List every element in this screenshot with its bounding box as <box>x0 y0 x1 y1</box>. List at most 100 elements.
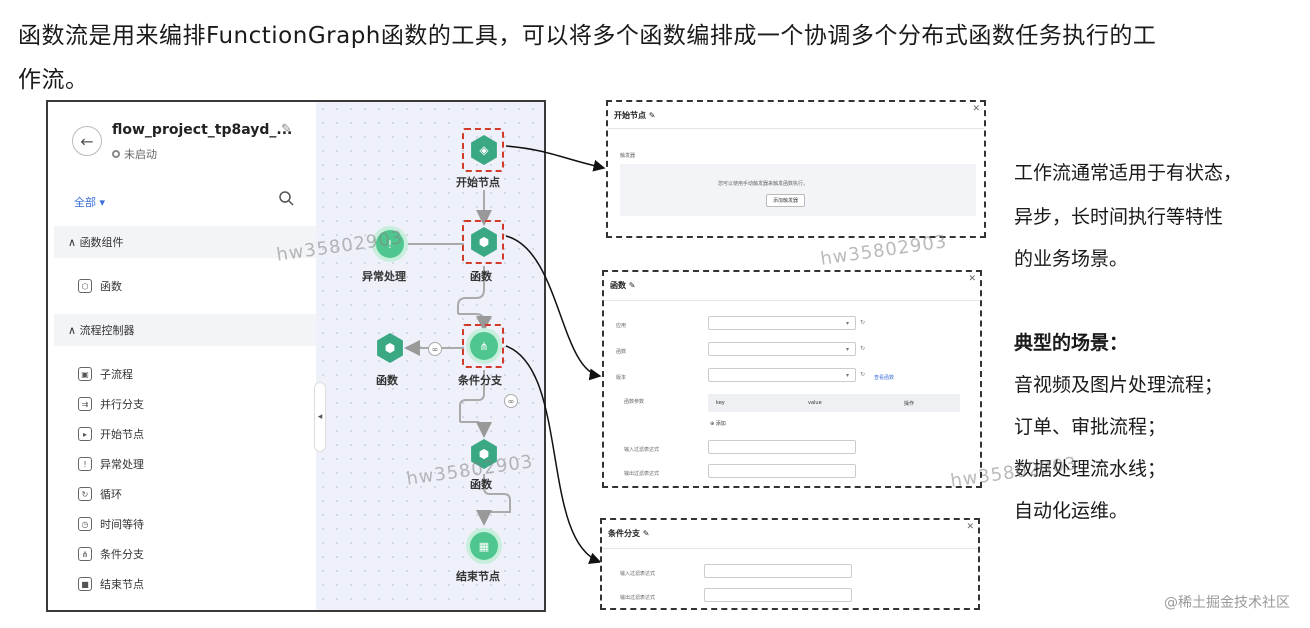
scenario-4: 自动化运维。 <box>1014 500 1129 522</box>
function-label: 函数 <box>616 349 627 355</box>
status-text: 未启动 <box>124 148 157 161</box>
link-icon[interactable]: ∞ <box>428 342 442 356</box>
panel-condition-branch: 条件分支 ✎ ✕ 输入过滤表达式 输出过滤表达式 <box>600 518 980 610</box>
end-node-icon: ▦ <box>470 532 498 560</box>
workflow-editor: ← flow_project_tp8ayd_... ✎ 未启动 全部 ▾ ∧ 函… <box>46 100 546 612</box>
highlight-function-node <box>462 220 504 264</box>
edit-icon[interactable]: ✎ <box>281 122 292 137</box>
version-label: 版本 <box>616 375 627 381</box>
add-trigger-button[interactable]: 添加触发器 <box>766 194 806 207</box>
function-icon: ⬢ <box>471 227 497 257</box>
project-name: flow_project_tp8ayd_... <box>112 122 293 138</box>
input-filter-label: 输入过滤表达式 <box>620 571 656 577</box>
function-select[interactable] <box>708 342 856 356</box>
sidebar-item-subflow[interactable]: ▣ 子流程 <box>78 366 133 382</box>
back-button[interactable]: ← <box>72 126 102 156</box>
node-start[interactable]: ◈ <box>464 130 504 170</box>
highlight-start-node <box>462 128 504 172</box>
sidebar-item-exception[interactable]: ! 异常处理 <box>78 456 144 472</box>
node-function-2[interactable]: ⬢ <box>370 328 410 368</box>
trigger-hint: 您可以使用手动触发器来触发函数执行。 <box>718 181 809 187</box>
panel-function: 函数 ✎ ✕ 应用 ▾ ↻ 函数 ▾ ↻ 版本 ▾ ↻ 查看函数 函数参数 ke… <box>602 270 982 488</box>
link-icon[interactable]: ∞ <box>504 394 518 408</box>
refresh-icon[interactable]: ↻ <box>860 345 866 352</box>
chevron-down-icon: ▾ <box>846 320 850 327</box>
flow-canvas[interactable]: ◈ 开始节点 ⬢ 函数 ! 异常处理 ⋔ 条件分支 ∞ ∞ ⬢ 函数 ⬢ 函数 … <box>316 102 544 610</box>
sidebar-item-label: 条件分支 <box>100 548 144 561</box>
panel-title: 开始节点 ✎ <box>614 111 656 120</box>
sidebar-item-label: 函数 <box>100 280 122 293</box>
typical-title: 典型的场景： <box>1014 332 1129 354</box>
add-param-button[interactable]: ⊕ 添加 <box>710 421 726 427</box>
input-filter-label: 输入过滤表达式 <box>624 447 660 453</box>
params-label: 函数参数 <box>624 399 645 405</box>
sidebar-item-label: 异常处理 <box>100 458 144 471</box>
sidebar-item-timer[interactable]: ◷ 时间等待 <box>78 516 144 532</box>
node-end-label: 结束节点 <box>456 570 500 583</box>
node-exception[interactable]: ! <box>370 224 410 264</box>
caret-down-icon: ▾ <box>99 196 106 209</box>
start-node-icon: ▸ <box>78 427 92 441</box>
sidebar-item-end[interactable]: ■ 结束节点 <box>78 576 144 592</box>
branch-icon: ⋔ <box>470 332 498 360</box>
sidebar-item-start[interactable]: ▸ 开始节点 <box>78 426 144 442</box>
input-filter-field[interactable] <box>704 564 852 578</box>
loop-icon: ↻ <box>78 487 92 501</box>
sidebar-item-function[interactable]: ⬡ 函数 <box>78 278 122 294</box>
panel-start-node: 开始节点 ✎ ✕ 触发器 您可以使用手动触发器来触发函数执行。 添加触发器 <box>606 100 986 238</box>
parallel-icon: ⇉ <box>78 397 92 411</box>
scenario-1: 音视频及图片处理流程； <box>1014 374 1224 396</box>
flow-connectors <box>402 190 511 526</box>
sidebar-item-branch[interactable]: ⋔ 条件分支 <box>78 546 144 562</box>
trigger-label: 触发器 <box>620 153 636 159</box>
group-flow-controllers[interactable]: ∧ 流程控制器 <box>54 314 316 346</box>
exception-icon: ! <box>376 230 404 258</box>
headline: 函数流是用来编排FunctionGraph函数的工具，可以将多个函数编排成一个协… <box>18 14 1298 102</box>
node-end[interactable]: ▦ <box>464 526 504 566</box>
branch-icon: ⋔ <box>78 547 92 561</box>
chevron-up-icon: ∧ <box>68 235 80 249</box>
sidebar-item-label: 并行分支 <box>100 398 144 411</box>
source-watermark: @稀土掘金技术社区 <box>1164 595 1290 611</box>
refresh-icon[interactable]: ↻ <box>860 319 866 326</box>
close-icon[interactable]: ✕ <box>972 104 980 114</box>
headline-line-2: 作流。 <box>18 67 89 93</box>
divider <box>602 548 978 549</box>
status-dot-icon <box>112 150 120 158</box>
collapse-sidebar-button[interactable]: ◂ <box>314 382 326 452</box>
group-function-components[interactable]: ∧ 函数组件 <box>54 226 316 258</box>
note-line-1: 工作流通常适用于有状态， <box>1014 162 1243 184</box>
end-node-icon: ■ <box>78 577 92 591</box>
output-filter-field[interactable] <box>704 588 852 602</box>
column-operation: 操作 <box>904 401 915 407</box>
arrow-left-icon: ← <box>80 131 94 151</box>
sidebar-item-parallel[interactable]: ⇉ 并行分支 <box>78 396 144 412</box>
node-branch[interactable]: ⋔ <box>464 326 504 366</box>
close-icon[interactable]: ✕ <box>968 274 976 284</box>
refresh-icon[interactable]: ↻ <box>860 371 866 378</box>
filter-dropdown[interactable]: 全部 ▾ <box>74 194 105 210</box>
close-icon[interactable]: ✕ <box>966 522 974 532</box>
output-filter-label: 输出过滤表达式 <box>620 595 656 601</box>
sidebar-item-loop[interactable]: ↻ 循环 <box>78 486 122 502</box>
output-filter-field[interactable] <box>708 464 856 478</box>
search-icon[interactable] <box>278 190 294 206</box>
group-title: 函数组件 <box>79 236 124 249</box>
chevron-up-icon: ∧ <box>68 323 80 337</box>
app-select[interactable] <box>708 316 856 330</box>
version-select[interactable] <box>708 368 856 382</box>
node-function-1[interactable]: ⬢ <box>464 222 504 262</box>
scenario-2: 订单、审批流程； <box>1014 416 1167 438</box>
highlight-branch-node <box>462 324 504 368</box>
timer-icon: ◷ <box>78 517 92 531</box>
sidebar-item-label: 结束节点 <box>100 578 144 591</box>
column-value: value <box>808 400 822 406</box>
node-function-2-label: 函数 <box>376 374 398 387</box>
output-filter-label: 输出过滤表达式 <box>624 471 660 477</box>
view-function-link[interactable]: 查看函数 <box>874 375 895 381</box>
node-branch-label: 条件分支 <box>458 374 502 387</box>
input-filter-field[interactable] <box>708 440 856 454</box>
params-table-header <box>708 394 960 412</box>
divider <box>608 128 984 129</box>
node-function-3[interactable]: ⬢ <box>464 434 504 474</box>
